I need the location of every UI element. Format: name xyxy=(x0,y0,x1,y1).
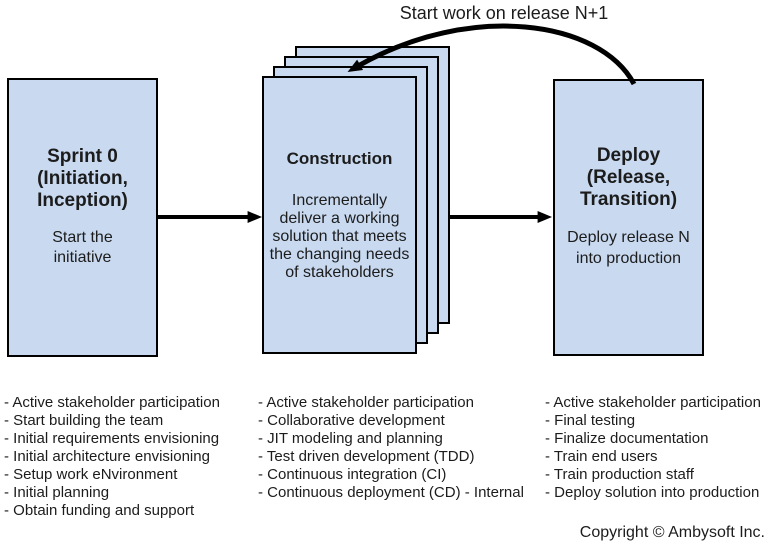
activity-item: - Initial architecture envisioning xyxy=(4,448,210,465)
activity-item: - JIT modeling and planning xyxy=(258,430,443,447)
activity-item: - Test driven development (TDD) xyxy=(258,448,475,465)
activity-item: - Setup work eNvironment xyxy=(4,466,178,483)
activity-item: - Active stakeholder participation xyxy=(258,394,474,411)
phase-box-deploy: Deploy (Release, Transition) Deploy rele… xyxy=(553,79,704,356)
activity-item: - Deploy solution into production xyxy=(545,484,760,501)
activity-item: - Continuous integration (CI) xyxy=(258,466,447,483)
activity-list-deploy: - Active stakeholder participation - Fin… xyxy=(545,394,761,502)
phase-title-construction: Construction xyxy=(286,149,393,168)
phase-title-deploy: Deploy (Release, Transition) xyxy=(579,145,678,210)
activity-item: - Active stakeholder participation xyxy=(545,394,761,411)
phase-title-sprint0: Sprint 0 (Initiation, Inception) xyxy=(37,146,128,211)
activity-item: - Continuous deployment (CD) - Internal xyxy=(258,484,524,501)
activity-item: - Active stakeholder participation xyxy=(4,394,220,411)
activity-list-construction: - Active stakeholder participation - Col… xyxy=(258,394,524,502)
activity-item: - Start building the team xyxy=(4,412,164,429)
copyright-notice: Copyright © Ambysoft Inc. xyxy=(579,524,765,541)
activity-item: - Collaborative development xyxy=(258,412,445,429)
activity-item: - Initial requirements envisioning xyxy=(4,430,220,447)
activity-item: - Finalize documentation xyxy=(545,430,709,447)
phase-description-deploy: Deploy release N into production xyxy=(567,229,690,267)
release-loop-label: Start work on release N+1 xyxy=(399,3,609,23)
activity-item: - Train production staff xyxy=(545,466,694,483)
phase-description-sprint0: Start the initiative xyxy=(52,229,113,266)
activity-item: - Initial planning xyxy=(4,484,110,501)
activity-item: - Obtain funding and support xyxy=(4,502,195,519)
phase-description-construction: Incrementally deliver a working solution… xyxy=(269,192,410,281)
activity-list-sprint0: - Active stakeholder participation - Sta… xyxy=(4,394,220,520)
activity-item: - Final testing xyxy=(545,412,636,429)
phase-box-sprint0: Sprint 0 (Initiation, Inception) Start t… xyxy=(7,78,158,357)
phase-box-construction: Construction Incrementally deliver a wor… xyxy=(262,76,417,354)
activity-item: - Train end users xyxy=(545,448,658,465)
